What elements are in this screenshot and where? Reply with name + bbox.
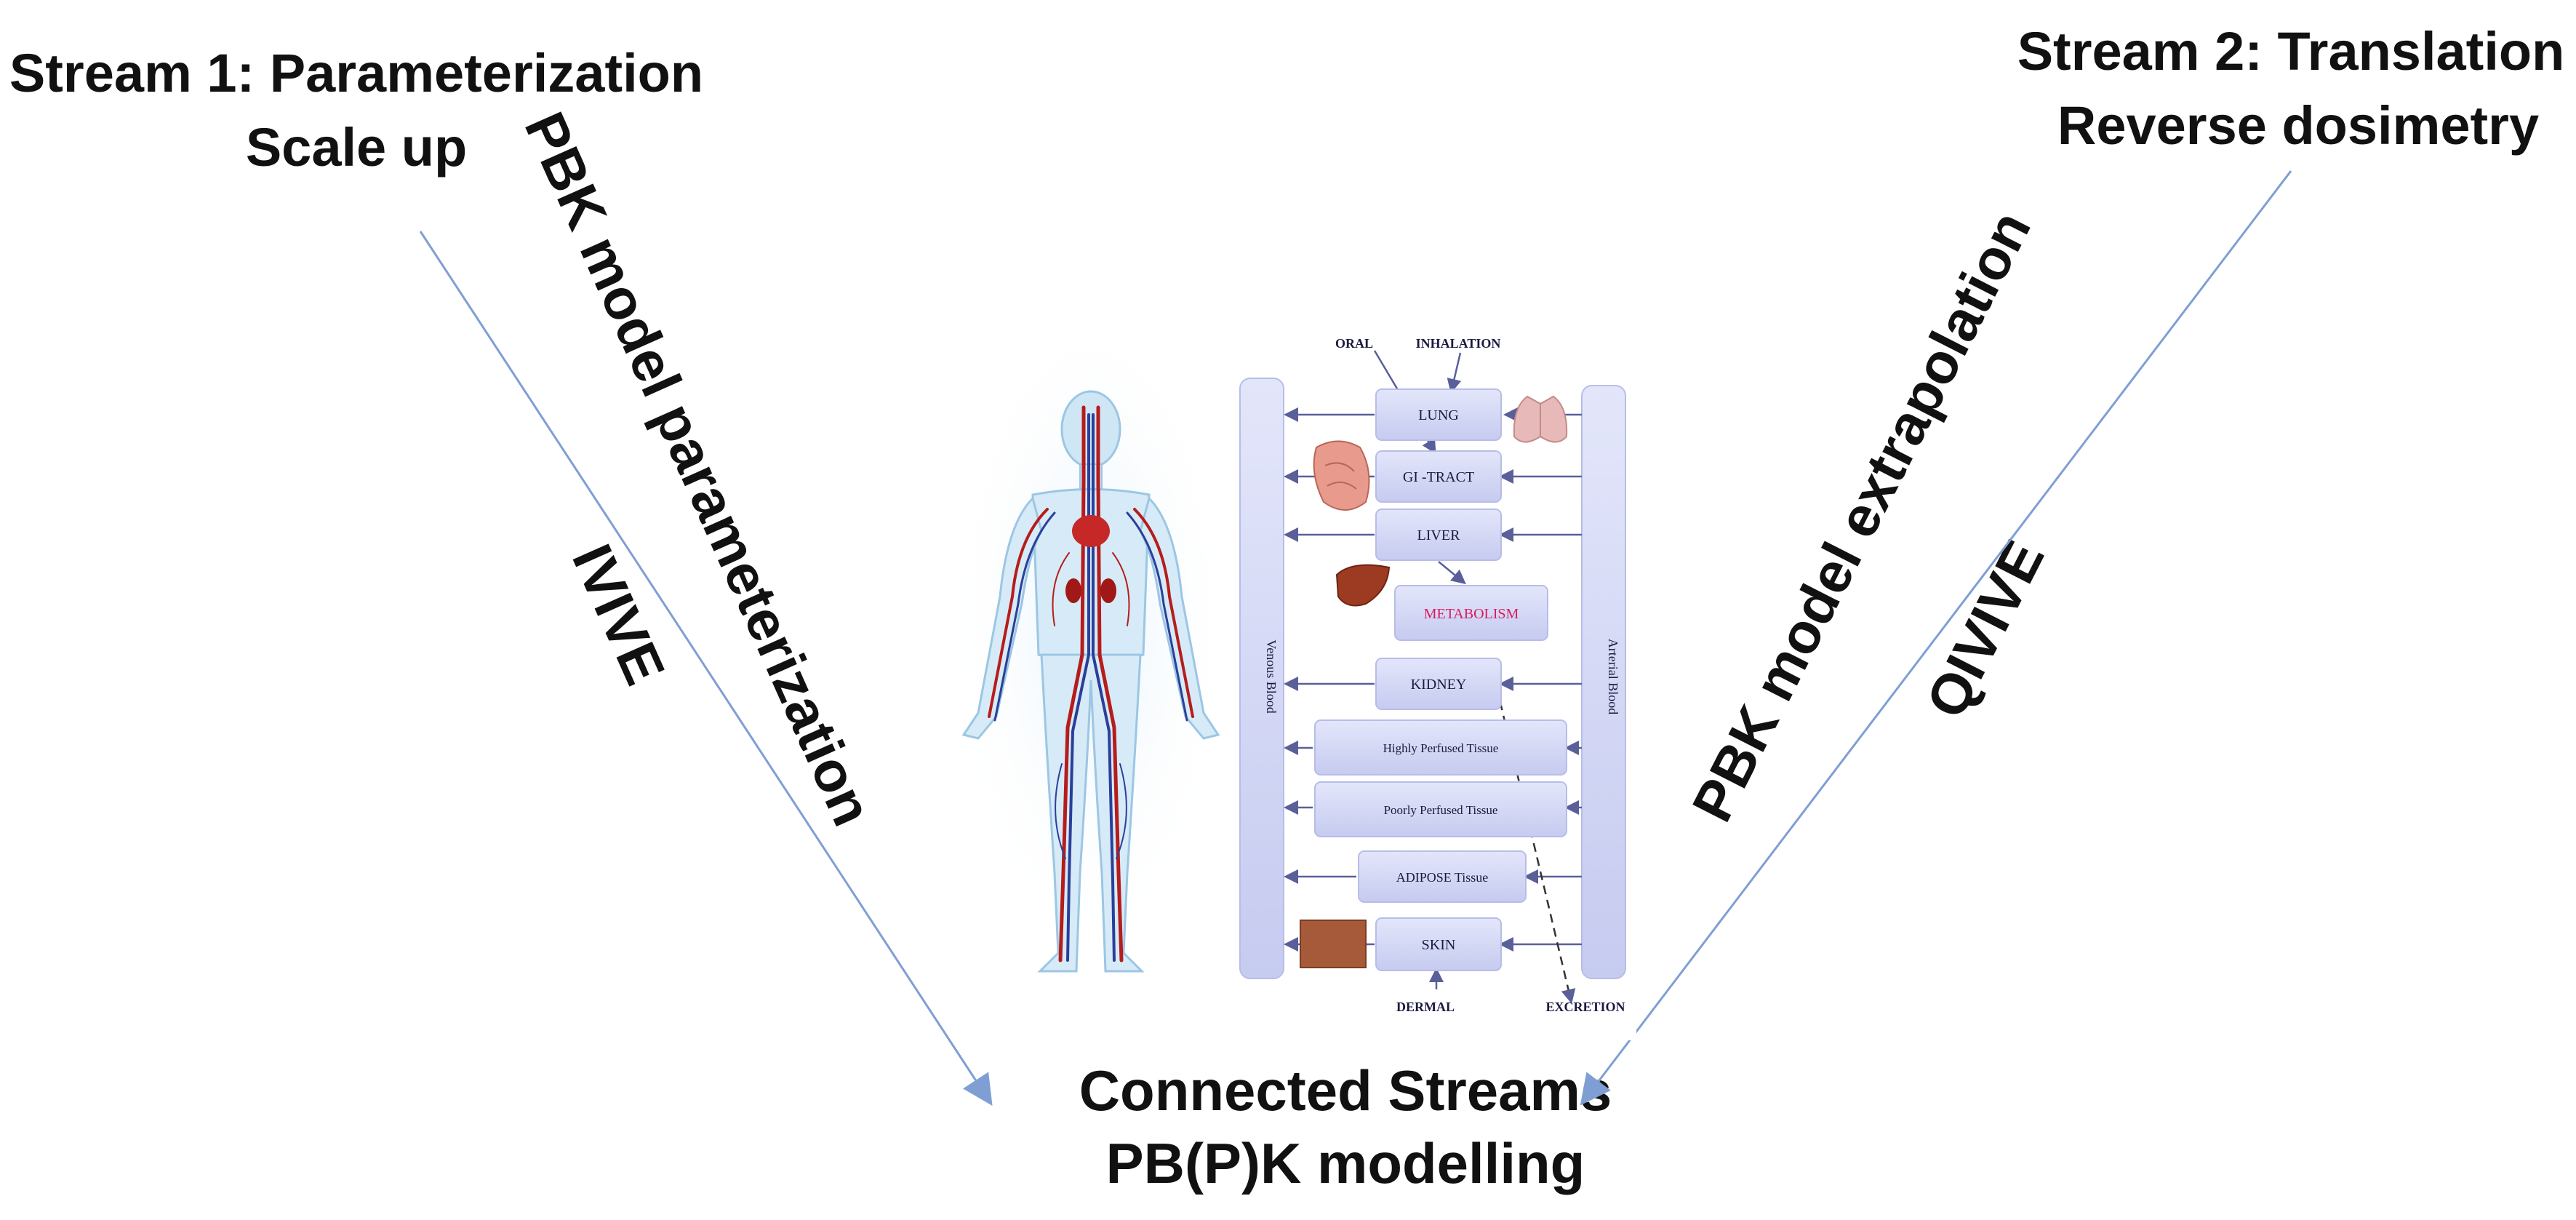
adipose-label: ADIPOSE Tissue (1396, 870, 1489, 885)
arterial-blood-label: Arterial Blood (1606, 639, 1620, 714)
venous-blood-label: Venous Blood (1264, 639, 1279, 714)
liver-image (1335, 564, 1391, 607)
poorly-perfused-box (1314, 781, 1567, 837)
adipose-box (1358, 850, 1527, 903)
gi-tract-box (1375, 450, 1502, 503)
skin-box (1375, 917, 1502, 971)
pbk-compartment-diagram: LUNG GI -TRACT LIVER METABOLISM KIDNEY H… (1239, 336, 1626, 1014)
arterial-blood-column (1581, 385, 1626, 979)
right-stream-arrow (1580, 170, 2292, 1106)
highly-perfused-box (1314, 719, 1567, 776)
lung-image (1513, 395, 1568, 443)
metabolism-label: METABOLISM (1424, 606, 1519, 622)
human-body-illustration (960, 349, 1222, 973)
skin-label: SKIN (1422, 937, 1456, 953)
kidney-box (1375, 658, 1502, 710)
intestine-image (1313, 440, 1370, 511)
stream1-subtitle: Scale up (245, 117, 468, 178)
skin-image (1300, 920, 1367, 968)
liver-label: LIVER (1417, 527, 1461, 543)
bottom-title: Connected Streams (1079, 1058, 1612, 1123)
poorly-perfused-label: Poorly Perfused Tissue (1384, 803, 1498, 817)
liver-box (1375, 509, 1502, 561)
inhalation-route-label: INHALATION (1416, 336, 1501, 351)
left-stream-arrow (419, 231, 993, 1107)
dermal-route-label: DERMAL (1396, 1000, 1455, 1014)
metabolism-box (1394, 585, 1548, 641)
stream1-title: Stream 1: Parameterization (9, 43, 704, 103)
lung-box (1375, 388, 1502, 441)
oral-route-label: ORAL (1335, 336, 1373, 351)
lung-label: LUNG (1418, 407, 1459, 423)
excretion-route-label: EXCRETION (1545, 1000, 1625, 1014)
stream2-title: Stream 2: Translation (2017, 21, 2565, 81)
bottom-subtitle: PB(P)K modelling (1105, 1131, 1585, 1195)
stream2-subtitle: Reverse dosimetry (2057, 95, 2540, 156)
highly-perfused-label: Highly Perfused Tissue (1383, 741, 1499, 755)
kidney-label: KIDNEY (1411, 677, 1467, 693)
gi-tract-label: GI -TRACT (1403, 469, 1474, 485)
